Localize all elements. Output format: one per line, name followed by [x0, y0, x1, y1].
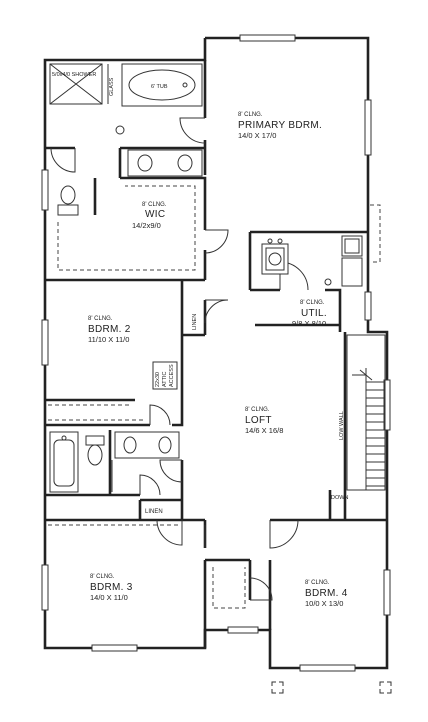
- attic-line-2: ATTIC: [162, 371, 168, 387]
- hall-vanity: [114, 431, 180, 459]
- wic-name: WIC: [145, 209, 165, 220]
- down-label: DOWN: [331, 495, 348, 501]
- util-clng: 8' CLNG.: [300, 300, 325, 306]
- primary-clng: 8' CLNG.: [238, 112, 263, 118]
- attic-line-3: ACCESS: [169, 364, 175, 387]
- bdrm4-dims: 10/0 X 13/0: [305, 599, 343, 608]
- fixture-labels: 5/0x4/0 SHOWER 6' TUB GLASS LINEN LINEN …: [52, 72, 348, 515]
- bdrm3-dims: 14/0 X 11/0: [90, 593, 128, 602]
- loft-dims: 14/6 X 16/8: [245, 426, 283, 435]
- bdrm2-dims: 11/10 X 11/0: [88, 335, 129, 344]
- linen-upper-label: LINEN: [192, 314, 198, 330]
- attic-access: [152, 361, 178, 390]
- utility-fixtures: [261, 235, 363, 287]
- util-name: UTIL.: [301, 308, 327, 319]
- util-dims: 9/8 X 8/10: [292, 319, 326, 328]
- stair-treads: [366, 381, 385, 487]
- toilet-hall: [87, 444, 103, 466]
- shower-label: 5/0x4/0 SHOWER: [52, 72, 96, 78]
- toilet-primary: [60, 185, 76, 205]
- utility-sink: [341, 235, 363, 257]
- loft-name: LOFT: [245, 415, 272, 426]
- bdrm3-clng: 8' CLNG.: [90, 574, 115, 580]
- windows: [41, 34, 391, 672]
- bdrm4-clng: 8' CLNG.: [305, 580, 330, 586]
- doors: [50, 117, 309, 601]
- bdrm2-clng: 8' CLNG.: [88, 316, 113, 322]
- stairs: [346, 334, 386, 491]
- linen-lower-label: LINEN: [145, 509, 163, 515]
- attic-line-1: 22x30: [155, 372, 161, 387]
- corner-marks: [271, 681, 392, 694]
- wic-dims: 14/2x9/0: [132, 221, 161, 230]
- interior-walls: [45, 60, 387, 648]
- hall-bath-fixtures: [49, 431, 180, 493]
- tub-label: 6' TUB: [151, 84, 168, 90]
- loft-clng: 8' CLNG.: [245, 407, 270, 413]
- room-labels: 8' CLNG. PRIMARY BDRM. 14/0 X 17/0 8' CL…: [88, 112, 348, 608]
- primary-name: PRIMARY BDRM.: [238, 120, 322, 131]
- vanity: [127, 149, 203, 177]
- bdrm4-name: BDRM. 4: [305, 588, 348, 599]
- primary-dims: 14/0 X 17/0: [238, 131, 276, 140]
- bdrm2-name: BDRM. 2: [88, 324, 131, 335]
- tub: [121, 63, 203, 107]
- primary-bath-fixtures: [49, 63, 203, 216]
- glass-label: GLASS: [109, 77, 115, 96]
- wic-clng: 8' CLNG.: [142, 202, 167, 208]
- low-wall-label: LOW WALL: [339, 411, 345, 440]
- closet-lines: [48, 185, 246, 609]
- bdrm3-name: BDRM. 3: [90, 582, 133, 593]
